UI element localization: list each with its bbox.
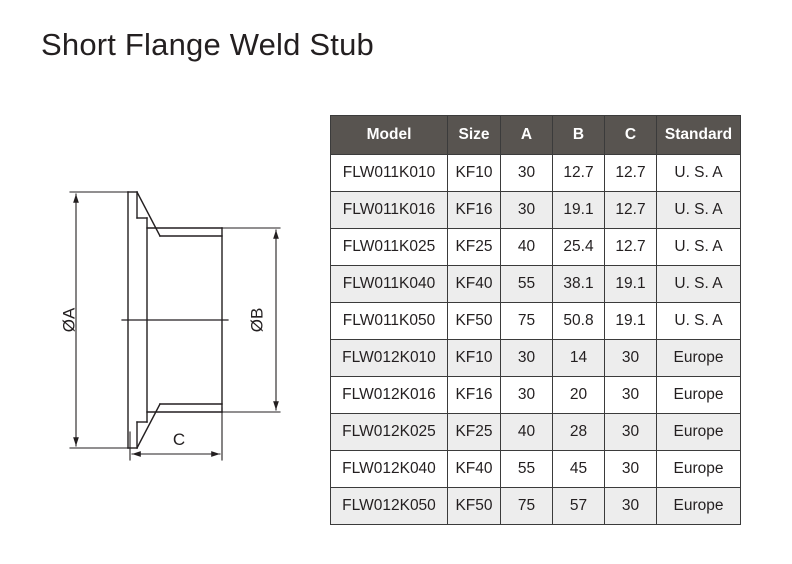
cell-dim-c: 30 [604,376,657,414]
cell-dim-b: 25.4 [552,228,605,266]
cell-dim-a: 30 [500,191,553,229]
cell-dim-a: 30 [500,154,553,192]
cell-standard: U. S. A [656,265,741,303]
cell-dim-c: 12.7 [604,228,657,266]
flange-cross-section-svg: ØA ØB C [59,191,281,461]
cell-standard: Europe [656,413,741,451]
cell-dim-c: 30 [604,339,657,377]
cell-dim-b: 14 [552,339,605,377]
cell-dim-a: 40 [500,228,553,266]
column-header-c: C [604,115,657,155]
cell-dim-b: 28 [552,413,605,451]
column-header-b: B [552,115,605,155]
cell-model: FLW012K050 [330,487,448,525]
cell-dim-c: 30 [604,450,657,488]
cell-dim-c: 12.7 [604,154,657,192]
cell-standard: U. S. A [656,228,741,266]
cell-dim-a: 75 [500,487,553,525]
cell-model: FLW012K040 [330,450,448,488]
cell-dim-b: 12.7 [552,154,605,192]
cell-dim-a: 40 [500,413,553,451]
cell-size: KF10 [447,154,501,192]
technical-drawing: ØA ØB C [40,170,330,480]
cell-dim-b: 38.1 [552,265,605,303]
cell-model: FLW011K040 [330,265,448,303]
cell-standard: Europe [656,487,741,525]
cell-size: KF16 [447,191,501,229]
dimension-label-diameter-a: ØA [59,307,78,332]
cell-standard: U. S. A [656,191,741,229]
cell-size: KF40 [447,450,501,488]
cell-size: KF16 [447,376,501,414]
cell-standard: Europe [656,339,741,377]
table-header-row: Model Size A B C Standard [330,115,741,155]
cell-dim-b: 20 [552,376,605,414]
cell-dim-b: 50.8 [552,302,605,340]
column-header-model: Model [330,115,448,155]
cell-dim-a: 30 [500,339,553,377]
cell-model: FLW011K010 [330,154,448,192]
cell-standard: Europe [656,376,741,414]
dimension-label-length-c: C [173,430,185,449]
cell-dim-c: 19.1 [604,302,657,340]
cell-size: KF40 [447,265,501,303]
cell-dim-a: 75 [500,302,553,340]
column-header-standard: Standard [656,115,741,155]
cell-dim-c: 30 [604,487,657,525]
cell-dim-b: 57 [552,487,605,525]
dimension-length-c [129,407,223,461]
cell-dim-a: 55 [500,450,553,488]
page-title: Short Flange Weld Stub [41,27,374,62]
cell-dim-a: 55 [500,265,553,303]
cell-size: KF50 [447,487,501,525]
cell-dim-a: 30 [500,376,553,414]
cell-dim-c: 30 [604,413,657,451]
cell-model: FLW011K025 [330,228,448,266]
cell-size: KF50 [447,302,501,340]
cell-size: KF25 [447,413,501,451]
cell-model: FLW012K010 [330,339,448,377]
cell-model: FLW011K050 [330,302,448,340]
cell-standard: U. S. A [656,302,741,340]
cell-model: FLW012K016 [330,376,448,414]
column-header-a: A [500,115,553,155]
cell-size: KF10 [447,339,501,377]
dimension-label-diameter-b: ØB [247,308,266,333]
cell-model: FLW011K016 [330,191,448,229]
cell-standard: U. S. A [656,154,741,192]
cell-dim-c: 19.1 [604,265,657,303]
cell-model: FLW012K025 [330,413,448,451]
dimension-diameter-a [69,191,133,449]
dimension-diameter-b [217,227,281,413]
cell-dim-b: 45 [552,450,605,488]
cell-size: KF25 [447,228,501,266]
cell-dim-b: 19.1 [552,191,605,229]
table-header: Model Size A B C Standard [330,115,741,155]
column-header-size: Size [447,115,501,155]
cell-dim-c: 12.7 [604,191,657,229]
cell-standard: Europe [656,450,741,488]
